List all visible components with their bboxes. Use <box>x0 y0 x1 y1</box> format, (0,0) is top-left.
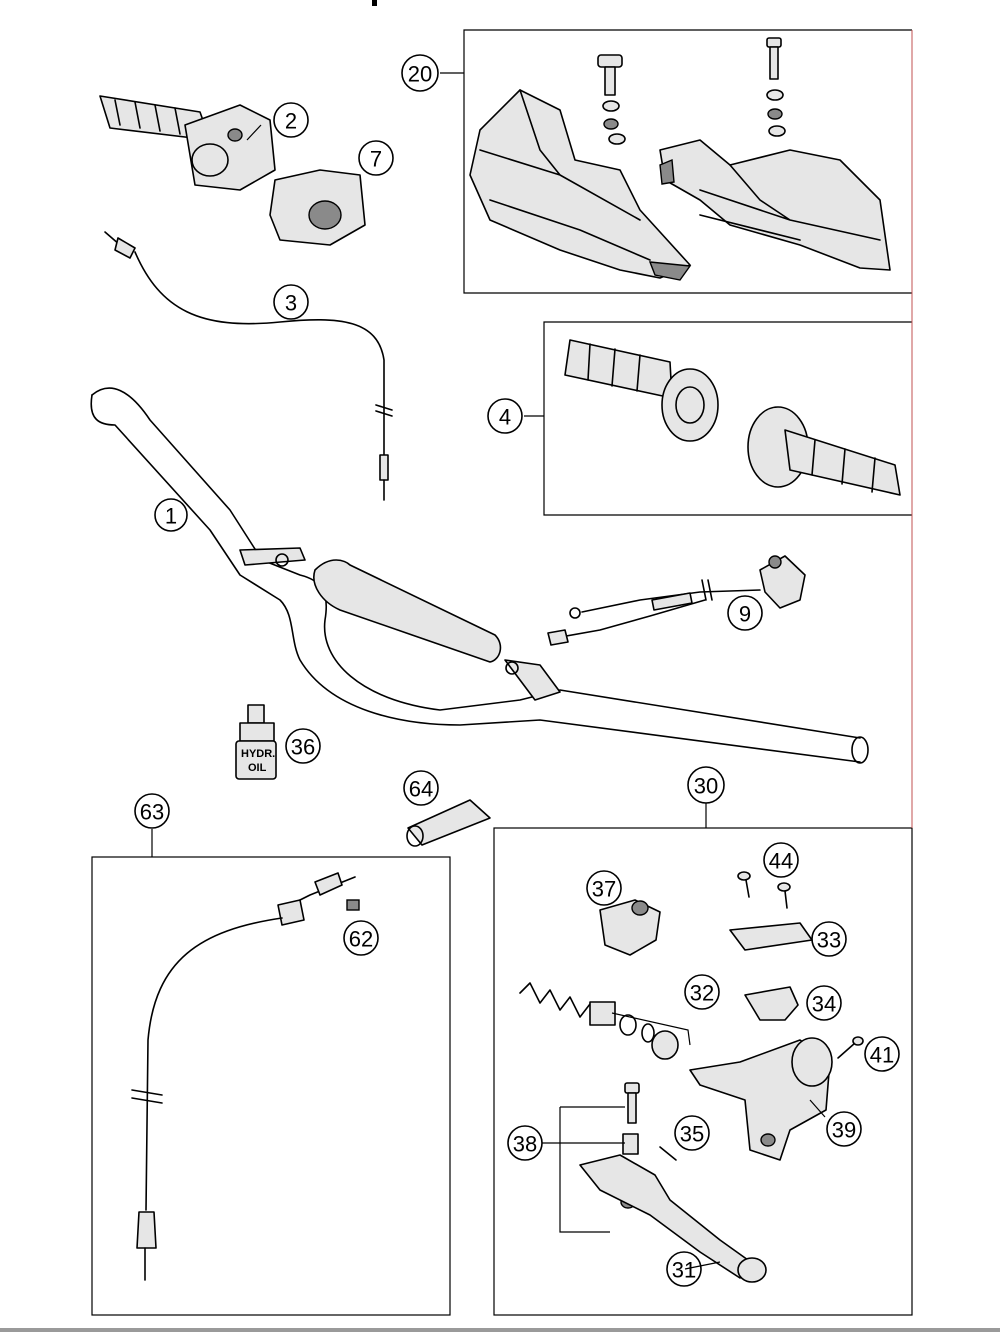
bottle-label-line1: HYDR. <box>241 748 275 760</box>
leader-2 <box>246 124 262 141</box>
leader-32 <box>611 1012 691 1046</box>
handguard-right <box>659 139 891 271</box>
piston-kit <box>519 982 679 1060</box>
callout-20-label: 20 <box>408 62 432 87</box>
lever-housing-37 <box>599 899 661 956</box>
callout-1: 1 <box>154 498 188 532</box>
grips-kit-frame <box>543 321 912 516</box>
callout-44-label: 44 <box>769 849 793 874</box>
leader-39 <box>809 1099 826 1118</box>
callout-31-label: 31 <box>672 1258 696 1283</box>
handguard-kit-frame <box>463 29 912 294</box>
handguard-screws-left <box>597 54 626 145</box>
callout-33-label: 33 <box>817 928 841 953</box>
callout-30: 30 <box>687 766 725 804</box>
cable-nut <box>346 899 360 911</box>
callout-41: 41 <box>864 1036 900 1072</box>
callout-38-label: 38 <box>513 1132 537 1157</box>
callout-3: 3 <box>273 284 309 320</box>
reservoir-lid <box>729 922 813 951</box>
callout-4-label: 4 <box>499 405 511 430</box>
callout-7: 7 <box>358 140 394 176</box>
callout-39: 39 <box>826 1111 862 1147</box>
throttle-cover <box>269 169 366 246</box>
reservoir-screws <box>737 871 791 909</box>
callout-64: 64 <box>403 770 439 806</box>
callout-64-label: 64 <box>409 777 433 802</box>
callout-30-label: 30 <box>694 774 718 799</box>
bar-end-plug <box>406 799 491 847</box>
callout-38: 38 <box>507 1125 543 1161</box>
top-edge-mark <box>372 0 377 6</box>
bottle-label-line2: OIL <box>248 762 267 774</box>
brake-lever-31 <box>579 1154 767 1283</box>
kill-switch <box>547 555 806 646</box>
callout-37-label: 37 <box>592 877 616 902</box>
callout-34: 34 <box>806 985 842 1021</box>
callout-2: 2 <box>273 102 309 138</box>
handguard-screws-right <box>766 37 786 137</box>
handlebar <box>90 387 869 764</box>
callout-41-label: 41 <box>870 1043 894 1068</box>
callout-1-label: 1 <box>165 504 177 529</box>
callout-36-label: 36 <box>291 735 315 760</box>
callout-33: 33 <box>811 921 847 957</box>
bottom-edge-bar <box>0 1328 1000 1332</box>
hand-brake-cylinder-frame <box>493 827 913 1316</box>
callout-36: 36 <box>285 728 321 764</box>
callout-31: 31 <box>666 1251 702 1287</box>
handguard-left <box>469 89 692 281</box>
callout-63-label: 63 <box>140 800 164 825</box>
reservoir-gasket <box>744 986 799 1021</box>
callout-20: 20 <box>401 54 439 92</box>
grips-pair <box>564 339 901 496</box>
callout-62: 62 <box>343 920 379 956</box>
callout-32-label: 32 <box>690 981 714 1006</box>
throttle-cable <box>104 231 393 501</box>
clutch-cable-kit-frame <box>91 856 451 1316</box>
callout-9-label: 9 <box>739 602 751 627</box>
callout-3-label: 3 <box>285 291 297 316</box>
mounting-bolt-41 <box>837 1036 864 1059</box>
callout-35: 35 <box>674 1115 710 1151</box>
hydraulic-oil-bottle: HYDR. OIL <box>235 704 277 780</box>
master-cylinder <box>689 1037 833 1161</box>
callout-34-label: 34 <box>812 992 836 1017</box>
callout-4: 4 <box>487 398 523 434</box>
adjust-screw-35 <box>659 1146 677 1161</box>
leader-38-bracket <box>559 1107 610 1233</box>
clutch-cable <box>131 872 356 1281</box>
callout-2-label: 2 <box>285 109 297 134</box>
throttle-grip-assembly <box>99 95 276 191</box>
callout-37: 37 <box>586 870 622 906</box>
callout-9: 9 <box>727 595 763 631</box>
callout-62-label: 62 <box>349 927 373 952</box>
callout-35-label: 35 <box>680 1122 704 1147</box>
callout-32: 32 <box>684 974 720 1010</box>
callout-63: 63 <box>134 793 170 829</box>
callout-44: 44 <box>763 842 799 878</box>
leader-31 <box>684 1261 721 1270</box>
callout-7-label: 7 <box>370 147 382 172</box>
callout-39-label: 39 <box>832 1118 856 1143</box>
